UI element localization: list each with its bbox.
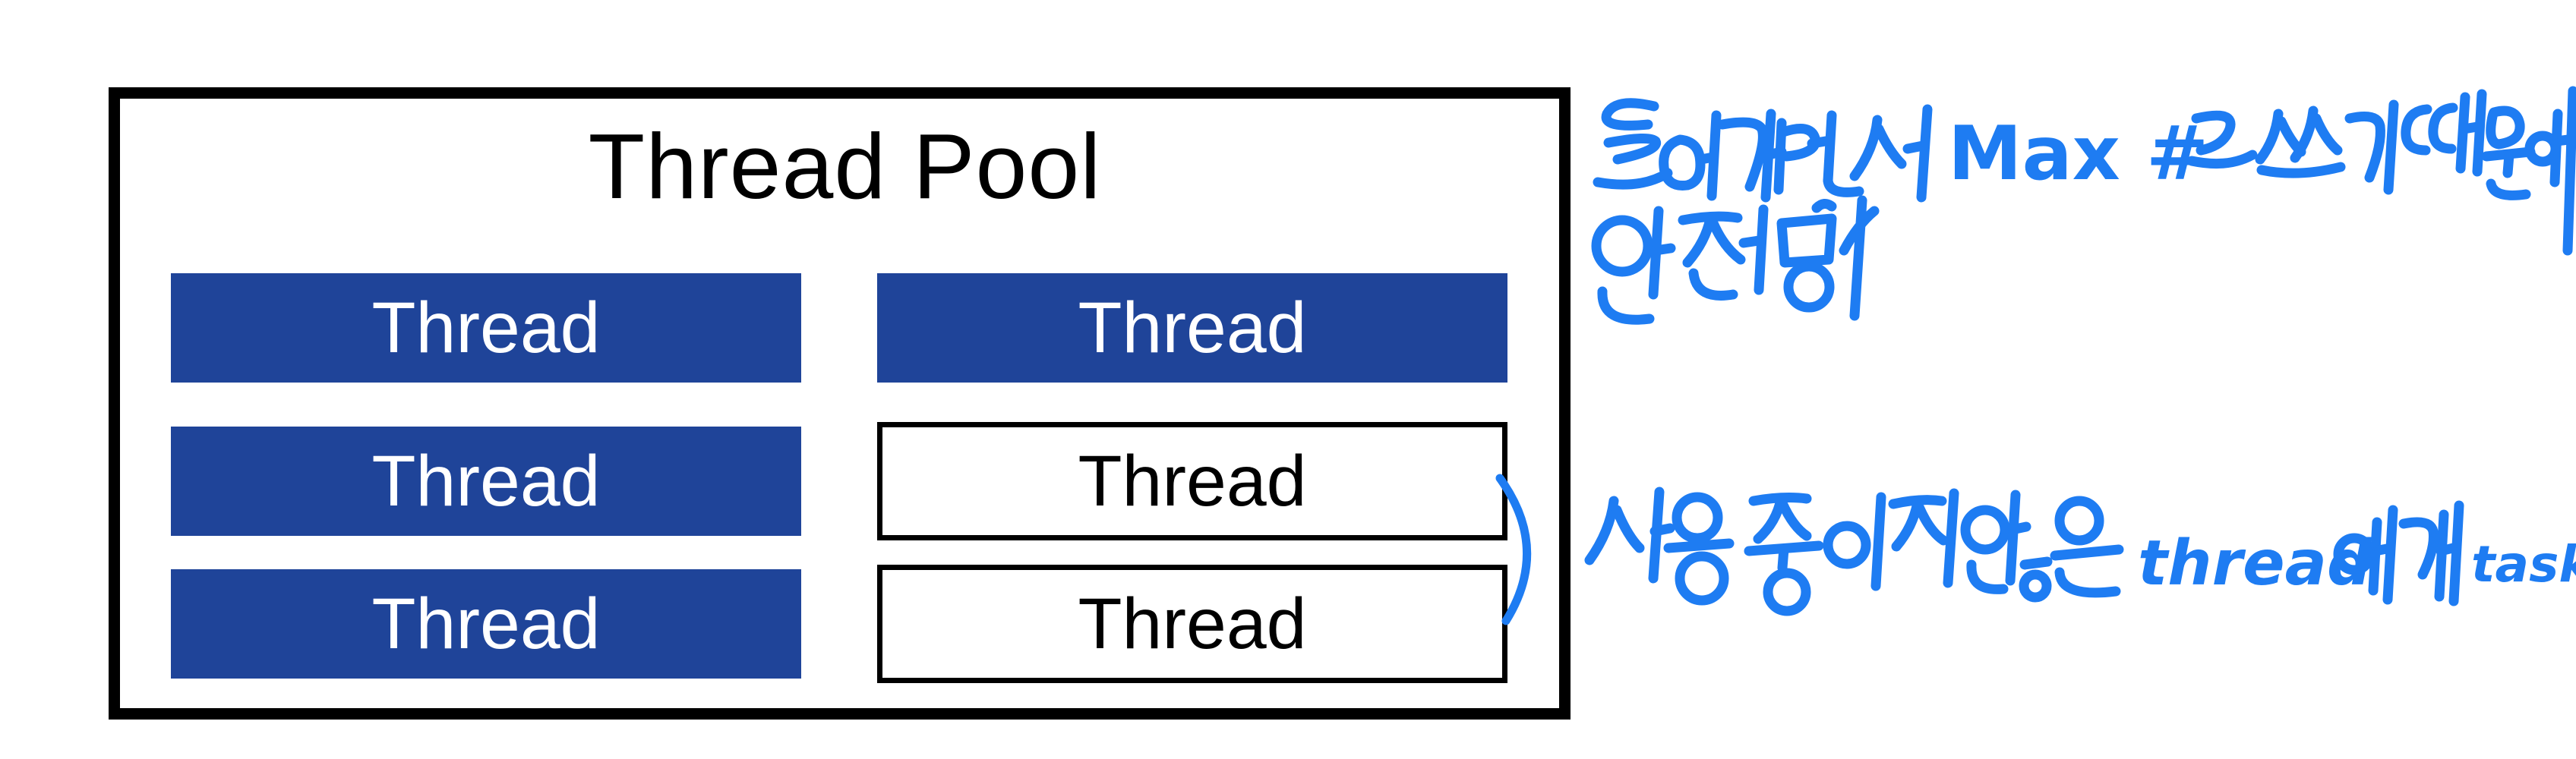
thread-box-active: Thread (877, 273, 1507, 383)
side-note-latin-thread: thread (2138, 528, 2372, 600)
thread-box-idle: Thread (877, 422, 1507, 540)
thread-box-active: Thread (171, 569, 801, 679)
top-note-hangul-prefix (1593, 98, 1933, 203)
thread-label: Thread (1078, 287, 1307, 368)
thread-box-active: Thread (171, 273, 801, 383)
top-note-hangul-suffix (2186, 86, 2576, 256)
thread-label: Thread (371, 287, 601, 368)
top-note-line2 (1591, 195, 1880, 325)
thread-box-active: Thread (171, 427, 801, 536)
top-note-latin-max: Max # (1948, 111, 2208, 197)
thread-box-idle: Thread (877, 565, 1507, 683)
thread-pool-title: Thread Pool (588, 115, 1102, 218)
thread-label: Thread (371, 440, 601, 521)
side-note-hangul-prefix (1584, 487, 2124, 616)
thread-label: Thread (1078, 440, 1307, 521)
side-note-latin-task: task (2471, 535, 2576, 594)
thread-label: Thread (1078, 583, 1307, 664)
side-note-hangul-particle (2333, 500, 2464, 606)
thread-label: Thread (371, 583, 601, 664)
